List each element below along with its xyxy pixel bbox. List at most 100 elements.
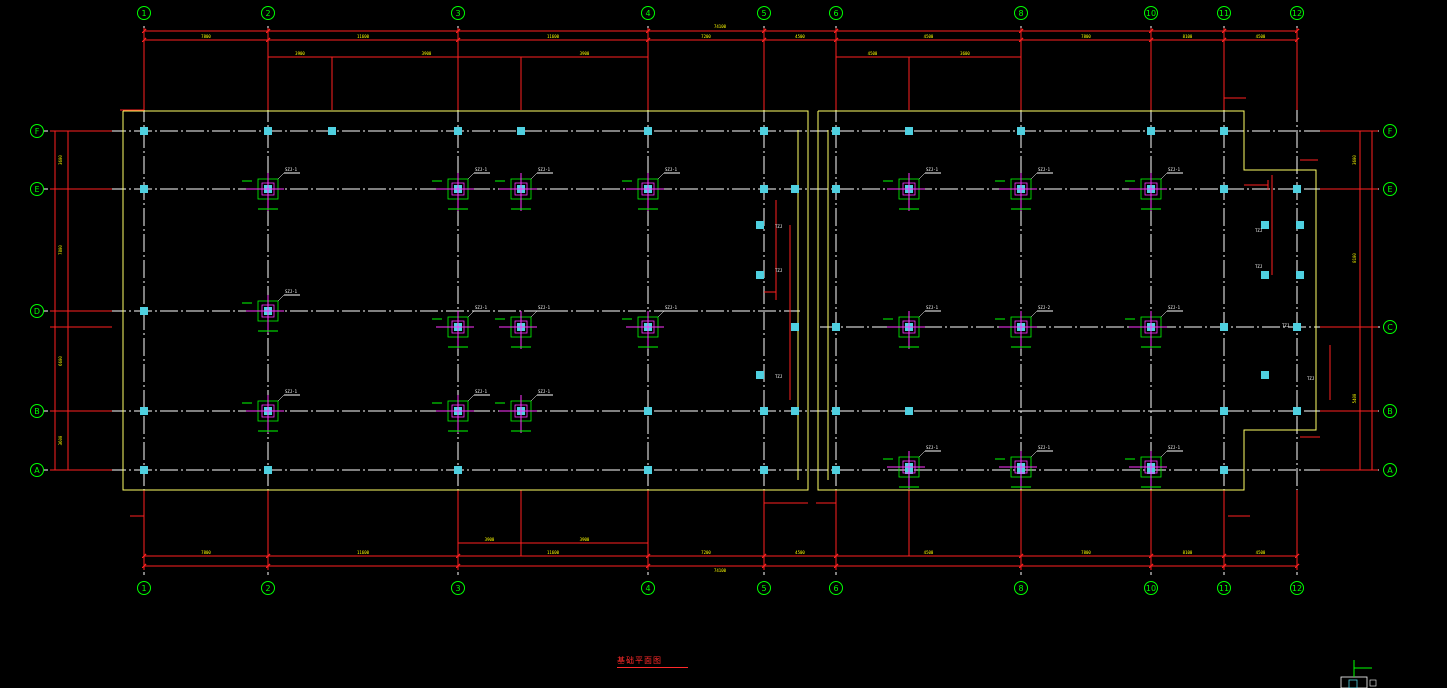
bot-overall-tick-5 (833, 563, 839, 569)
dim-text-top-8: 4500 (1256, 34, 1266, 39)
dim-text-top-5: 4500 (924, 34, 934, 39)
footing-tag-7: SZJ-1 (665, 305, 678, 310)
axis-bubble-left-B-label: B (34, 407, 40, 416)
footing-tag-11: SZJ-1 (926, 167, 939, 172)
bot-row1-tick-2 (455, 553, 461, 559)
axis-bubble-top-1-circle (137, 6, 151, 20)
bot-row1-tick-8 (1221, 553, 1227, 559)
footing-tag-9: SZJ-1 (475, 389, 488, 394)
top-row1-tick-1 (265, 37, 271, 43)
dim-text-top-3: 7200 (701, 34, 711, 39)
bot-row1-tick-5 (833, 553, 839, 559)
footing-leader-14 (918, 310, 926, 318)
axis-bubble-bottom-11-label: 11 (1219, 584, 1229, 593)
axis-bubble-top-11-circle (1217, 6, 1231, 20)
dim-text-left-0: 3600 (58, 155, 63, 165)
axis-bubble-right-A-label: A (1387, 466, 1393, 475)
axis-bubble-bottom-6-label: 6 (833, 584, 838, 593)
axis-bubble-bottom-5-label: 5 (761, 584, 766, 593)
column-layer (140, 127, 1304, 474)
dim-text-right-0: 3600 (1352, 155, 1357, 165)
axis-bubble-left-A-circle (30, 463, 44, 477)
grid-lines (30, 26, 1380, 575)
axis-bubble-top-6-label: 6 (833, 9, 838, 18)
axis-bubble-bottom-8-circle (1014, 581, 1028, 595)
bot-row1-tick-3 (645, 553, 651, 559)
column-18 (644, 466, 652, 474)
bot-overall-tick-2 (455, 563, 461, 569)
footing-tag-12: SZJ-1 (1038, 167, 1051, 172)
column-24 (832, 127, 840, 135)
footing-tag-13: SZJ-1 (1168, 167, 1181, 172)
axis-bubble-bottom-12-circle (1290, 581, 1304, 595)
column-61 (1296, 221, 1304, 229)
footing-tag-2: SZJ-1 (538, 167, 551, 172)
bot-overall-tick-6 (1018, 563, 1024, 569)
column-66 (756, 271, 764, 279)
column-14 (760, 407, 768, 415)
axis-bubble-bottom-5-circle (757, 581, 771, 595)
detail-marker (1340, 660, 1377, 688)
column-57 (1293, 407, 1301, 415)
column-20 (140, 307, 148, 315)
footing-leader-5 (467, 310, 475, 318)
column-10 (140, 407, 148, 415)
column-54 (832, 407, 840, 415)
axis-bubble-bottom-2-circle (261, 581, 275, 595)
top-row1-tick-2 (455, 37, 461, 43)
axis-bubble-right-F-circle (1383, 124, 1397, 138)
axis-bubble-right-B-label: B (1387, 407, 1393, 416)
detail-marker-column (1348, 679, 1358, 688)
dim-text-bottom-5: 4500 (924, 550, 934, 555)
dim-text-bottom-0: 7800 (201, 550, 211, 555)
column-53 (905, 407, 913, 415)
dim-text-top-1: 11600 (357, 34, 370, 39)
footing-leader-10 (530, 394, 538, 402)
column-22 (328, 127, 336, 135)
top-row1-tick-7 (1148, 37, 1154, 43)
axis-bubble-left-F-label: F (35, 127, 40, 136)
axis-bubble-top-4-circle (641, 6, 655, 20)
column-58 (1261, 371, 1269, 379)
dimension-lines (50, 28, 1378, 570)
dim-text-top-row2-0: 3900 (295, 51, 305, 56)
footing-leader-0 (277, 172, 285, 180)
column-28 (1220, 127, 1228, 135)
top-overall-tick-1 (265, 28, 271, 34)
top-overall-tick-6 (1018, 28, 1024, 34)
axis-bubble-top-2-label: 2 (265, 9, 270, 18)
dim-text-top-row2-3: 4500 (868, 51, 878, 56)
footing-leader-7 (657, 310, 665, 318)
overall-dim-text-bottom: 74100 (714, 568, 727, 573)
footing-tag-14: SZJ-1 (926, 305, 939, 310)
bot-overall-tick-4 (761, 563, 767, 569)
axis-bubble-left-D-label: D (34, 307, 40, 316)
axis-bubble-bottom-2-label: 2 (265, 584, 270, 593)
top-overall-tick-5 (833, 28, 839, 34)
column-65 (791, 407, 799, 415)
bot-overall-tick-3 (645, 563, 651, 569)
footing-leader-13 (1160, 172, 1168, 180)
footing-leader-18 (1030, 450, 1038, 458)
axis-bubble-top-5-label: 5 (761, 9, 766, 18)
axis-bubble-left-F-circle (30, 124, 44, 138)
stair-footing-tag-5: TZJ (1282, 323, 1289, 328)
axis-bubble-right-C-circle (1383, 320, 1397, 334)
axis-bubble-right-C-label: C (1387, 323, 1393, 332)
dim-text-bottom-8: 4500 (1256, 550, 1266, 555)
column-43 (1220, 466, 1228, 474)
axis-bubble-bottom-4-label: 4 (645, 584, 650, 593)
stair-footing-tag-1: TZJ (775, 268, 782, 273)
axis-bubble-right-E-label: E (1387, 185, 1392, 194)
foundation-outline (122, 110, 1317, 491)
bot-row1-tick-1 (265, 553, 271, 559)
top-row1-tick-4 (761, 37, 767, 43)
axis-bubble-top-8-label: 8 (1018, 9, 1023, 18)
axis-bubble-left-E-circle (30, 182, 44, 196)
axis-bubble-top-3-label: 3 (455, 9, 460, 18)
footing-leader-17 (918, 450, 926, 458)
